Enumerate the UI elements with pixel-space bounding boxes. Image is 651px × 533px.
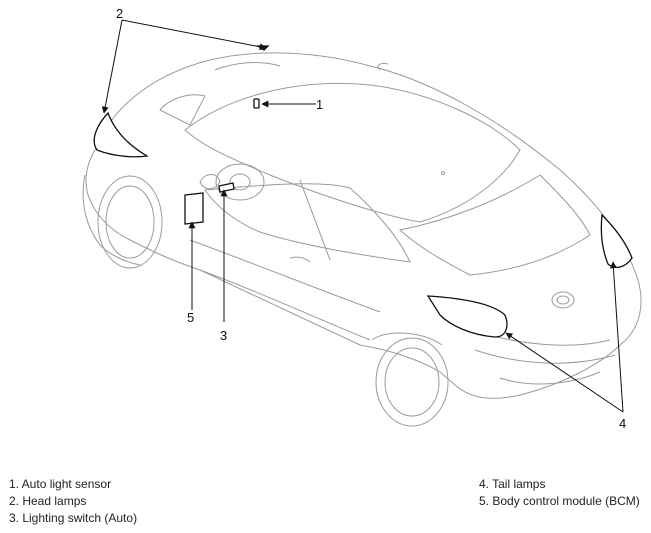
lighting-switch	[218, 182, 235, 193]
bcm-module	[184, 192, 204, 225]
vehicle-location-diagram: 1 2 3 4 5	[82, 6, 642, 431]
callout-labels: 1 2 3 4 5	[116, 6, 626, 431]
tail-lamp-left	[426, 295, 508, 338]
legend-item-head-lamps: 2. Head lamps	[9, 494, 87, 508]
head-lamp-left	[93, 111, 149, 158]
legend-right: 4. Tail lamps 5. Body control module (BC…	[479, 476, 640, 510]
callout-1: 1	[316, 97, 323, 112]
legend-item-tail-lamps: 4. Tail lamps	[479, 477, 546, 491]
tail-lamp-right	[600, 213, 633, 269]
car-outline	[82, 52, 642, 427]
legend-item-bcm: 5. Body control module (BCM)	[479, 494, 640, 508]
callout-5: 5	[187, 310, 194, 325]
callout-4: 4	[619, 416, 626, 431]
component-shapes	[93, 45, 633, 338]
legend-left: 1. Auto light sensor 2. Head lamps 3. Li…	[9, 476, 137, 527]
auto-light-sensor	[253, 98, 260, 109]
leader-lines	[101, 19, 624, 413]
callout-3: 3	[220, 328, 227, 343]
legend-item-auto-light-sensor: 1. Auto light sensor	[9, 477, 112, 491]
legend-item-lighting-switch: 3. Lighting switch (Auto)	[9, 511, 138, 525]
callout-2: 2	[116, 6, 123, 21]
